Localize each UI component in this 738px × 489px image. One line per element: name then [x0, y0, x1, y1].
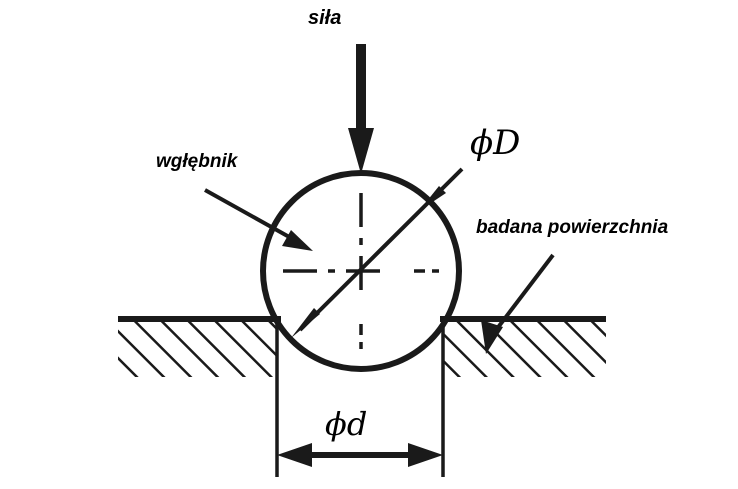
indent-diameter-label: ϕd [325, 405, 368, 443]
ball-diameter-label: ϕD [470, 123, 521, 163]
indent-diameter-dimension [277, 443, 443, 467]
ball-diameter-arrowhead-lower [291, 308, 320, 338]
indenter-leader-arrowhead [282, 230, 313, 251]
indenter-leader [204, 188, 313, 251]
ball-diameter-arrow [291, 167, 464, 338]
surface-leader-arrowhead [481, 320, 503, 354]
dimension-extension-lines [275, 319, 445, 477]
indent-dimension-arrowhead-right [408, 443, 443, 467]
surface-label: badana powierzchnia [476, 217, 669, 238]
ball-diameter-arrowhead-upper [419, 186, 446, 211]
force-arrow [348, 44, 374, 174]
indenter-label: wgłębnik [156, 151, 238, 172]
force-label: siła [308, 7, 342, 29]
force-arrow-head [348, 128, 374, 174]
indenter-leader-line [204, 188, 301, 245]
surface-leader [481, 253, 555, 354]
indent-dimension-arrowhead-left [277, 443, 312, 467]
surface-leader-line [494, 253, 555, 332]
